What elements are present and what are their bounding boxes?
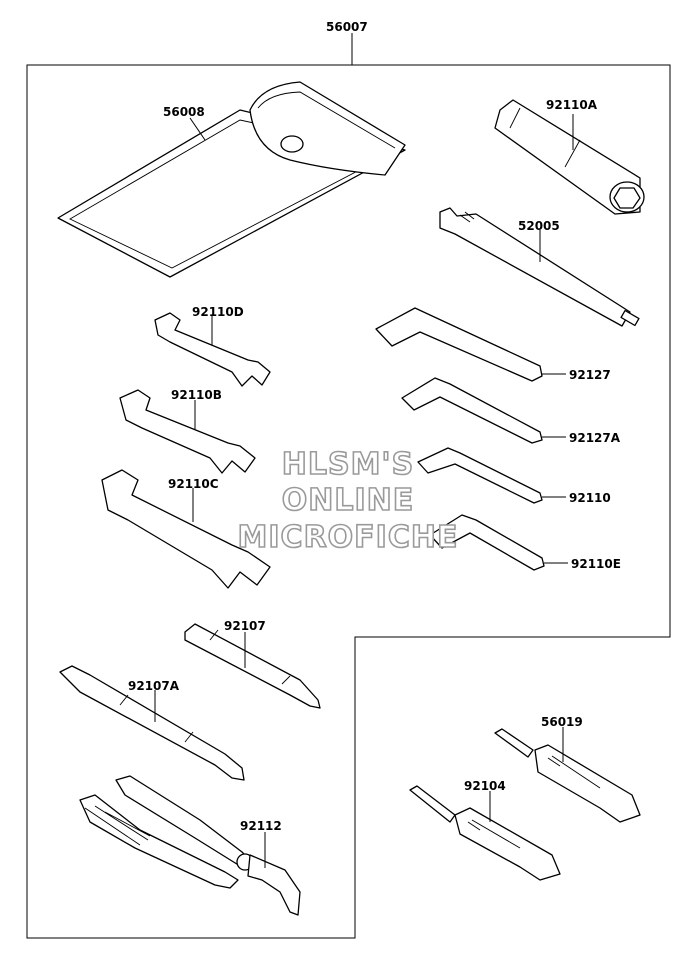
leader-56008: [189, 117, 206, 141]
hex-wrench-92127A[interactable]: [401, 377, 543, 444]
label-92107[interactable]: 92107: [224, 619, 266, 633]
screwdriver-handle-52005[interactable]: [439, 207, 640, 327]
hex-wrench-92127[interactable]: [375, 307, 543, 382]
hex-wrench-92110E[interactable]: [429, 514, 545, 571]
watermark-line-3: MICROFICHE: [238, 520, 459, 555]
hex-wrench-92110[interactable]: [417, 447, 543, 504]
label-92110B[interactable]: 92110B: [171, 388, 222, 402]
label-92112[interactable]: 92112: [240, 819, 282, 833]
label-56007[interactable]: 56007: [326, 20, 368, 34]
bond-tube-56019[interactable]: [494, 728, 641, 823]
screwdriver-bit-92107A[interactable]: [59, 665, 245, 781]
label-92107A[interactable]: 92107A: [128, 679, 180, 693]
label-92127A[interactable]: 92127A: [569, 431, 621, 445]
pliers-92112[interactable]: [79, 775, 301, 916]
watermark-line-1: HLSM'S: [282, 447, 414, 482]
label-92110[interactable]: 92110: [569, 491, 611, 505]
label-92110D[interactable]: 92110D: [192, 305, 244, 319]
label-52005[interactable]: 52005: [518, 219, 560, 233]
kit-boundary: [26, 64, 671, 939]
screwdriver-bit-92107[interactable]: [184, 623, 321, 709]
bond-tube-92104[interactable]: [409, 785, 561, 881]
watermark-line-2: ONLINE: [282, 483, 415, 518]
label-56008[interactable]: 56008: [163, 105, 205, 119]
open-wrench-92110B[interactable]: [119, 389, 256, 474]
tool-pouch-56008[interactable]: [57, 81, 406, 278]
label-56019[interactable]: 56019: [541, 715, 583, 729]
open-wrench-92110C[interactable]: [101, 469, 271, 589]
label-92110E[interactable]: 92110E: [571, 557, 621, 571]
socket-wrench-92110A[interactable]: [494, 99, 645, 215]
label-92127[interactable]: 92127: [569, 368, 611, 382]
label-92110A[interactable]: 92110A: [546, 98, 598, 112]
label-92110C[interactable]: 92110C: [168, 477, 219, 491]
label-92104[interactable]: 92104: [464, 779, 506, 793]
open-wrench-92110D[interactable]: [154, 312, 271, 387]
